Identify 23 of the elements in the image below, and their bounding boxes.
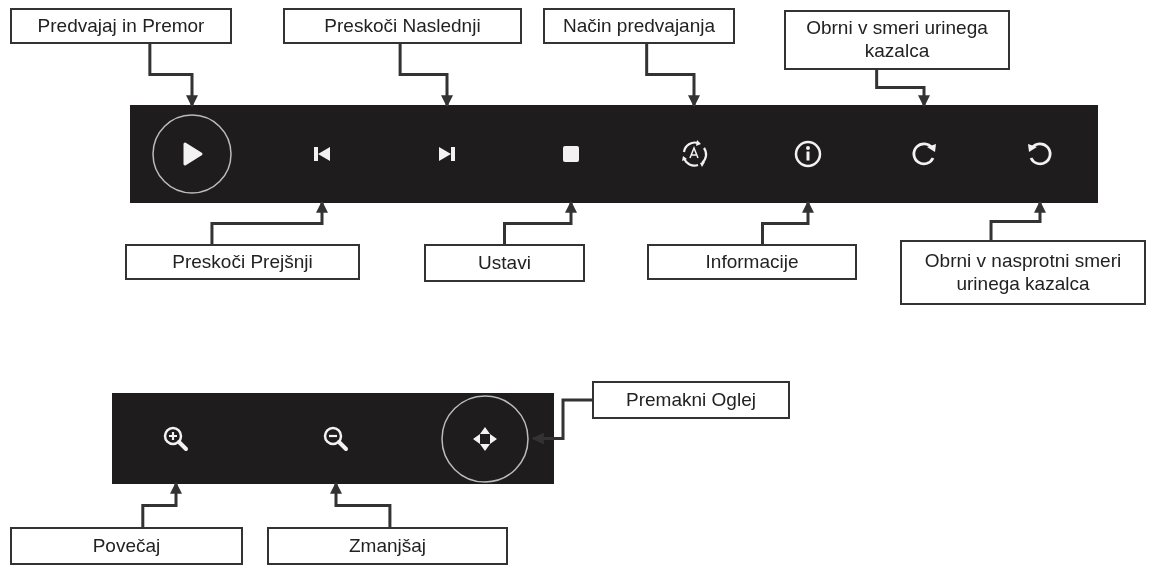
- callout-label: Ustavi: [424, 244, 585, 282]
- callout-label: Preskoči Prejšnji: [125, 244, 360, 280]
- callout-label: Povečaj: [10, 527, 243, 565]
- callout-label: Informacije: [647, 244, 857, 280]
- leader-arrow: [210, 200, 328, 244]
- leader-arrow: [989, 200, 1046, 240]
- leader-arrow: [330, 481, 392, 527]
- callout-label: Premakni Oglej: [592, 381, 790, 419]
- leader-arrow: [141, 481, 182, 527]
- leader-arrow: [875, 70, 930, 108]
- control-bar: [130, 105, 1098, 203]
- leader-arrow: [645, 44, 700, 108]
- leader-arrow: [503, 200, 577, 244]
- leader-arrow: [761, 200, 814, 244]
- callout-label: Predvajaj in Premor: [10, 8, 232, 44]
- callout-label: Obrni v nasprotni smeri urinega kazalca: [900, 240, 1146, 305]
- leader-arrow: [148, 44, 198, 108]
- callout-label: Način predvajanja: [543, 8, 735, 44]
- callout-label: Preskoči Naslednji: [283, 8, 522, 44]
- leader-arrow: [398, 44, 453, 108]
- leader-arrow: [531, 398, 592, 445]
- callout-label: Obrni v smeri urinega kazalca: [784, 10, 1010, 70]
- callout-label: Zmanjšaj: [267, 527, 508, 565]
